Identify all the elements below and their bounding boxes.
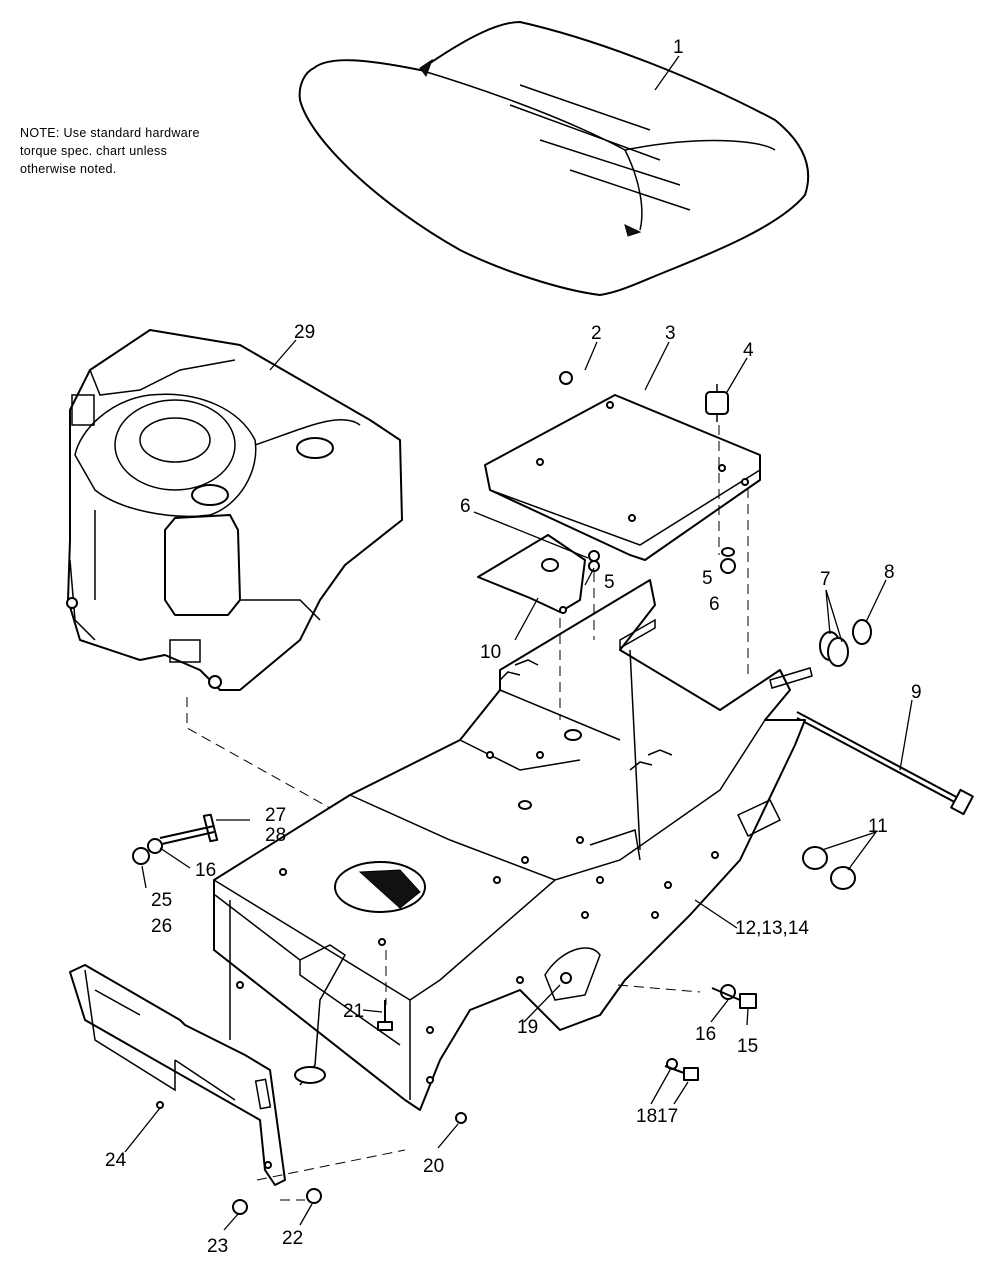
seat-plate: [484, 394, 761, 561]
bolt-19: [560, 972, 572, 984]
callout-7: 7: [820, 569, 831, 590]
nut-2: [559, 371, 573, 385]
bolt-17: [664, 1065, 699, 1081]
callout-23: 23: [207, 1236, 228, 1257]
callout-28: 28: [265, 825, 286, 846]
leader-lines: [124, 55, 913, 1231]
frame: [213, 579, 813, 1111]
callout-6: 6: [460, 496, 471, 517]
seat-bracket: [477, 534, 586, 614]
callout-21: 21: [343, 1001, 364, 1022]
nut-6-right: [720, 558, 736, 574]
callout-19: 19: [517, 1017, 538, 1038]
callout-29: 29: [294, 322, 315, 343]
callout-4: 4: [743, 340, 754, 361]
callout-1: 1: [673, 37, 684, 58]
alignment-lines: [186, 425, 749, 1201]
seat: [298, 21, 810, 296]
rod-9: [796, 711, 974, 816]
washer-5-left: [588, 550, 600, 562]
engine: [66, 329, 403, 691]
callout-2: 2: [591, 323, 602, 344]
callout-22: 22: [282, 1228, 303, 1249]
ring-8: [852, 619, 872, 645]
callout-12-13-14: 12,13,14: [735, 918, 809, 939]
callout-26: 26: [151, 916, 172, 937]
seat-bumper: [705, 384, 729, 422]
callouts: 1 2 3 4 5 5 6 6 7 8 9 10 11 12,13,14 15 …: [105, 37, 922, 1257]
nut-22: [306, 1188, 322, 1204]
callout-25: 25: [151, 890, 172, 911]
bolt-21: [377, 1000, 393, 1031]
bushings-7: [819, 631, 849, 667]
callout-3: 3: [665, 323, 676, 344]
washer-5-right: [721, 547, 735, 557]
callout-16: 16: [195, 860, 216, 881]
callout-5: 5: [702, 568, 713, 589]
note-line-3: otherwise noted.: [20, 162, 117, 176]
screw-20: [455, 1112, 467, 1124]
note-line-1: NOTE: Use standard hardware: [20, 126, 200, 140]
nut-6-left: [588, 560, 600, 572]
callout-8: 8: [884, 562, 895, 583]
callout-11: 11: [868, 816, 888, 837]
callout-5: 5: [604, 572, 615, 593]
callout-6: 6: [709, 594, 720, 615]
nut-23: [232, 1199, 248, 1215]
callout-10: 10: [480, 642, 501, 663]
nut-25-26: [132, 847, 150, 865]
callout-16: 16: [695, 1024, 716, 1045]
callout-20: 20: [423, 1156, 444, 1177]
bushings-11: [802, 846, 856, 890]
note-line-2: torque spec. chart unless: [20, 144, 167, 158]
cover-plate: [69, 964, 286, 1186]
callout-9: 9: [911, 682, 922, 703]
callout-18: 18: [636, 1106, 657, 1127]
washer-16-left: [147, 838, 163, 854]
callout-27: 27: [265, 805, 286, 826]
bolt-27-28: [159, 813, 219, 845]
callout-15: 15: [737, 1036, 758, 1057]
callout-24: 24: [105, 1150, 127, 1171]
callout-17: 17: [657, 1106, 678, 1127]
